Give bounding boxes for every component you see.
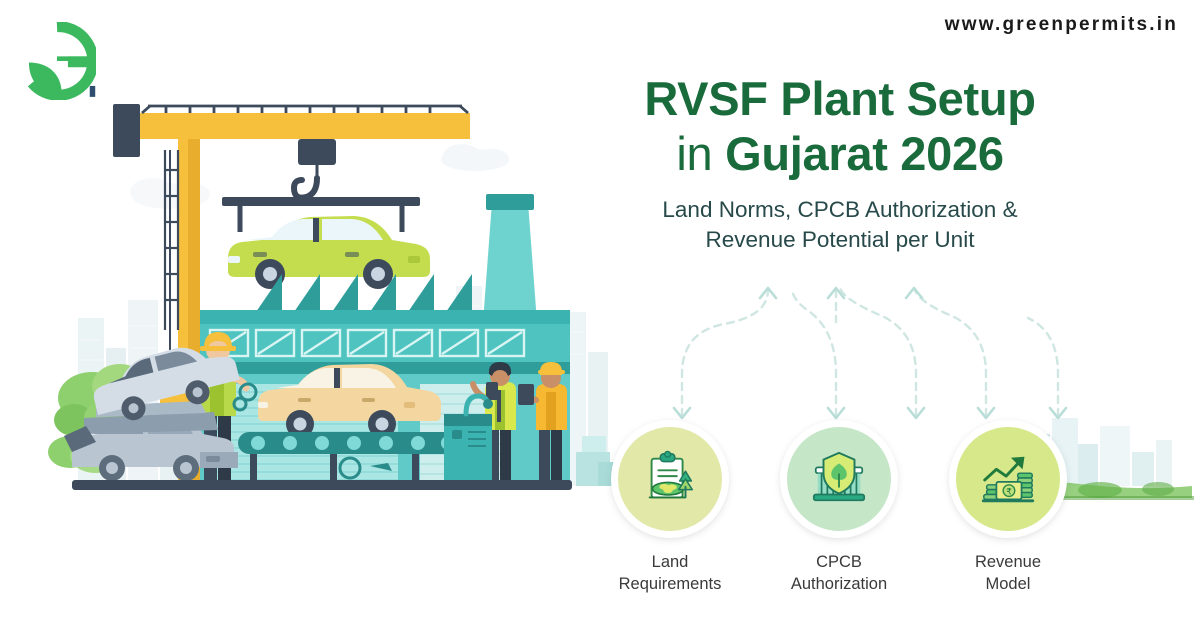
handheld-scanner	[486, 382, 498, 400]
icon-ring-land	[611, 420, 729, 538]
crane-spreader-bar	[222, 197, 420, 206]
arrowhead-up-2	[826, 286, 846, 300]
clipboard-land-plot-icon	[648, 450, 694, 499]
assembly-conveyor	[238, 432, 468, 485]
step-revenue-model[interactable]: ₹ Revenue Model	[938, 420, 1078, 610]
icon-disc-revenue: ₹	[956, 427, 1060, 531]
arrowhead-down-5	[1048, 406, 1068, 420]
step-label-land-line1: Land	[651, 553, 689, 571]
page-title-line2-highlight: Gujarat 2026	[725, 126, 1004, 180]
scrap-car-pile	[64, 347, 240, 481]
crane-counterweight	[113, 104, 140, 157]
arch-arrow-1	[680, 288, 770, 418]
crane-hook	[290, 175, 320, 201]
step-cpcb-authorization[interactable]: CPCB Authorization	[769, 420, 909, 610]
crane-railing	[141, 104, 469, 115]
step-label-land-line2: Requirements	[618, 574, 722, 593]
crane-trolley	[298, 139, 336, 165]
step-land-requirements[interactable]: Land Requirements	[600, 420, 740, 610]
worker-with-tablet	[518, 362, 567, 486]
step-label-revenue: Revenue Model	[975, 552, 1041, 596]
step-label-cpcb: CPCB Authorization	[791, 552, 887, 596]
icon-ring-revenue: ₹	[949, 420, 1067, 538]
page-subtitle: Land Norms, CPCB Authorization & Revenue…	[600, 195, 1080, 255]
ground-line	[72, 480, 572, 490]
factory-sawtooth-roof	[256, 274, 472, 312]
crane-beam	[140, 113, 470, 139]
page-subtitle-line1: Land Norms, CPCB Authorization &	[662, 197, 1018, 223]
vehicle-scrapping-facility-illustration	[48, 104, 620, 490]
svg-text:₹: ₹	[1006, 488, 1012, 498]
page-title-line2: in Gujarat 2026	[600, 127, 1080, 182]
money-growth-chart-icon: ₹	[981, 456, 1035, 503]
arrowhead-down-2	[826, 406, 846, 420]
page-title-line2-prefix: in	[676, 126, 726, 180]
arrowhead-down-3	[906, 406, 926, 420]
arch-arrow-4	[912, 286, 988, 418]
arrowhead-up-1	[758, 286, 778, 300]
green-g-leaf-logo[interactable]	[18, 21, 99, 101]
worker-inspector	[470, 362, 516, 486]
icon-ring-cpcb	[780, 420, 898, 538]
dashed-flow-arrows	[672, 286, 1068, 420]
tan-car-on-conveyor	[258, 364, 441, 438]
shield-government-building-icon	[812, 451, 866, 502]
smokestack-chimney	[483, 202, 537, 322]
arrowhead-down-4	[976, 406, 996, 420]
headline-block: RVSF Plant Setup in Gujarat 2026 Land No…	[600, 72, 1080, 255]
step-label-land: Land Requirements	[619, 552, 722, 596]
step-label-revenue-line1: Revenue	[974, 553, 1042, 571]
arrowhead-up-3	[904, 286, 924, 300]
factory-windows	[208, 328, 526, 358]
tablet-device	[518, 384, 534, 405]
step-label-revenue-line2: Model	[985, 574, 1031, 593]
factory-machine	[444, 393, 493, 486]
crane-ladder	[163, 150, 180, 330]
page-title-line1: RVSF Plant Setup	[644, 72, 1036, 125]
site-url[interactable]: www.greenpermits.in	[944, 14, 1178, 35]
arch-arrow-3	[838, 286, 918, 418]
arrowhead-down-1	[672, 406, 692, 420]
icon-disc-cpcb	[787, 427, 891, 531]
icon-disc-land	[618, 427, 722, 531]
step-label-cpcb-line1: CPCB	[816, 553, 862, 571]
arch-arrow-2a	[790, 286, 838, 418]
step-label-cpcb-line2: Authorization	[790, 574, 888, 593]
arch-arrow-5	[1026, 316, 1060, 418]
page-subtitle-line2: Revenue Potential per Unit	[705, 226, 975, 252]
step-icon-row: Land Requirements	[600, 420, 1078, 610]
